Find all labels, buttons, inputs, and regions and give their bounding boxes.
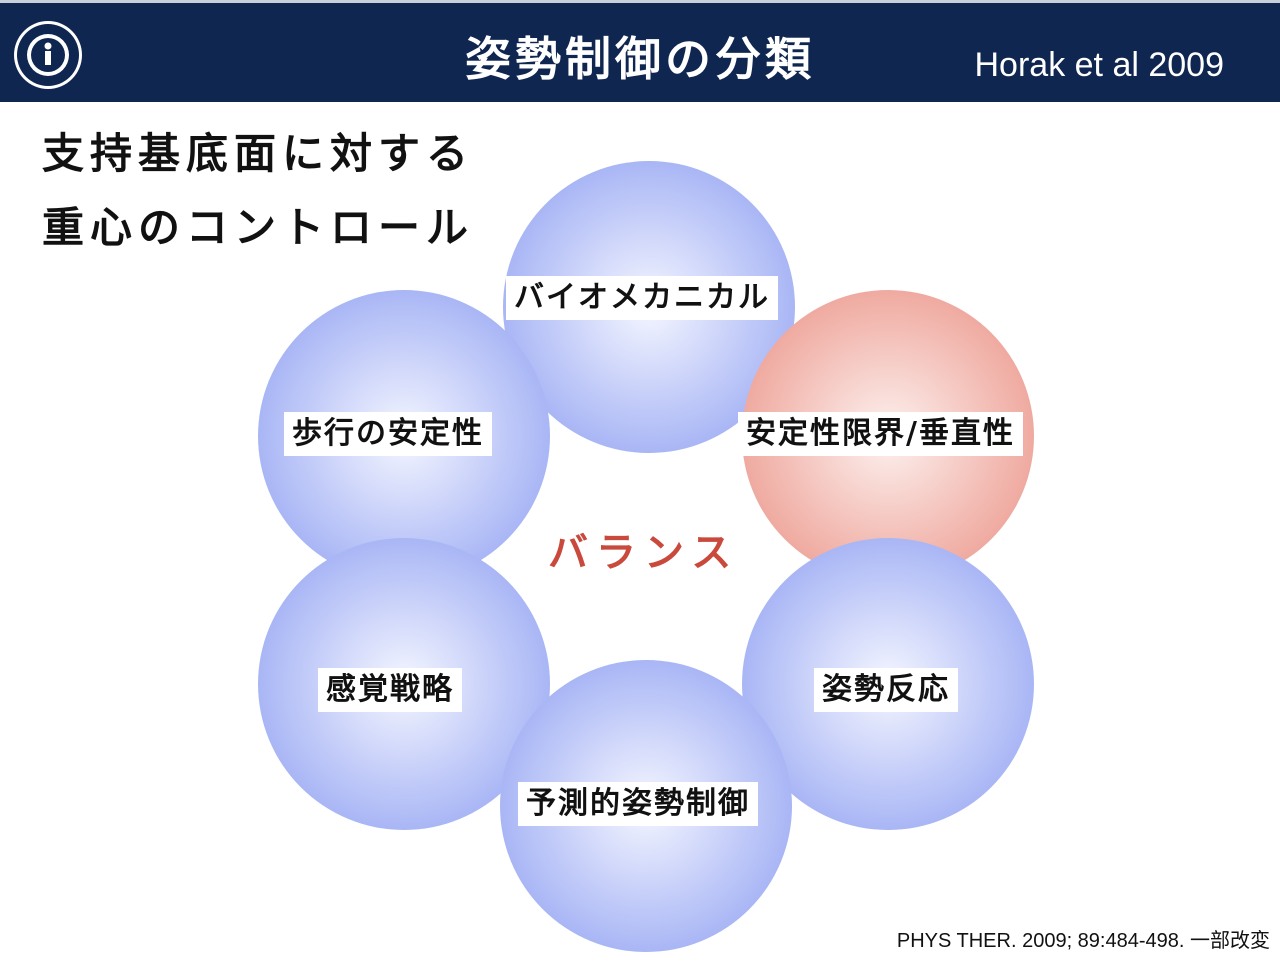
institute-logo-icon	[14, 21, 82, 89]
header-bar: 姿勢制御の分類 Horak et al 2009	[0, 0, 1280, 102]
label-postural-response: 姿勢反応	[814, 668, 958, 712]
subtitle-line-1: 支持基底面に対する	[42, 129, 475, 178]
label-stability-limits: 安定性限界/垂直性	[738, 412, 1023, 456]
label-gait-stability: 歩行の安定性	[284, 412, 492, 456]
header-reference: Horak et al 2009	[974, 46, 1225, 84]
citation: PHYS THER. 2009; 89:484-498. 一部改変	[896, 930, 1270, 952]
page-title: 姿勢制御の分類	[465, 32, 815, 86]
subtitle-line-2: 重心のコントロール	[42, 203, 475, 252]
label-biomechanical: バイオメカニカル	[506, 276, 778, 320]
label-sensory-strategy: 感覚戦略	[318, 668, 462, 712]
label-anticipatory-control: 予測的姿勢制御	[518, 782, 758, 826]
center-balance-label: バランス	[548, 530, 740, 576]
